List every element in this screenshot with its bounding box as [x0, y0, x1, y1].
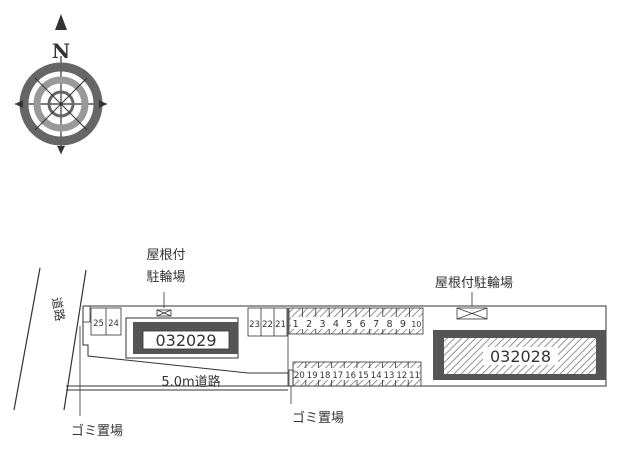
parking-space: 9: [400, 319, 406, 330]
parking-space: 23: [249, 320, 260, 330]
parking-space: 20: [294, 371, 305, 381]
parking-space: 5: [346, 319, 352, 330]
road-edge-left: [13, 267, 41, 411]
road-vertical-label: 道路: [49, 296, 68, 322]
parking-space: 18: [320, 371, 331, 381]
bike-parking-left-label: 屋根付: [146, 248, 185, 263]
parking-space: 14: [371, 371, 382, 381]
parking-space: 11: [409, 371, 420, 381]
parking-space: 7: [373, 319, 379, 330]
site-inner-edge: [82, 306, 288, 374]
parking-space: 4: [333, 319, 339, 330]
garbage-area-left: [82, 305, 91, 323]
building-label: 032029: [155, 331, 216, 350]
parking-space: 6: [360, 319, 366, 330]
parking-space: 13: [384, 371, 395, 381]
bike-parking-right-label: 屋根付駐輪場: [435, 275, 513, 291]
parking-space: 19: [307, 371, 318, 381]
road-edge-right: [63, 269, 87, 411]
garbage-area-center: [288, 369, 294, 387]
parking-space: 1: [293, 319, 299, 330]
parking-space: 22: [262, 320, 273, 330]
parking-space: 8: [386, 319, 392, 330]
parking-space: 25: [93, 319, 104, 329]
building-label: 032028: [490, 347, 551, 366]
parking-space: 21: [275, 320, 286, 330]
road-main-label: 5.0m道路: [161, 374, 220, 390]
parking-space: 2: [306, 319, 312, 330]
parking-space: 15: [358, 371, 369, 381]
parking-space: 24: [108, 319, 119, 329]
parking-space: 12: [396, 371, 407, 381]
parking-space: 3: [319, 319, 325, 330]
parking-space: 10: [411, 320, 421, 329]
compass-icon: [15, 14, 107, 154]
garbage-left-label: ゴミ置場: [71, 423, 123, 439]
bike-parking-left-label: 駐輪場: [146, 269, 185, 285]
north-label: N: [52, 39, 70, 63]
garbage-center-label: ゴミ置場: [292, 410, 344, 426]
parking-space: 17: [332, 371, 343, 381]
parking-space: 16: [345, 371, 356, 381]
